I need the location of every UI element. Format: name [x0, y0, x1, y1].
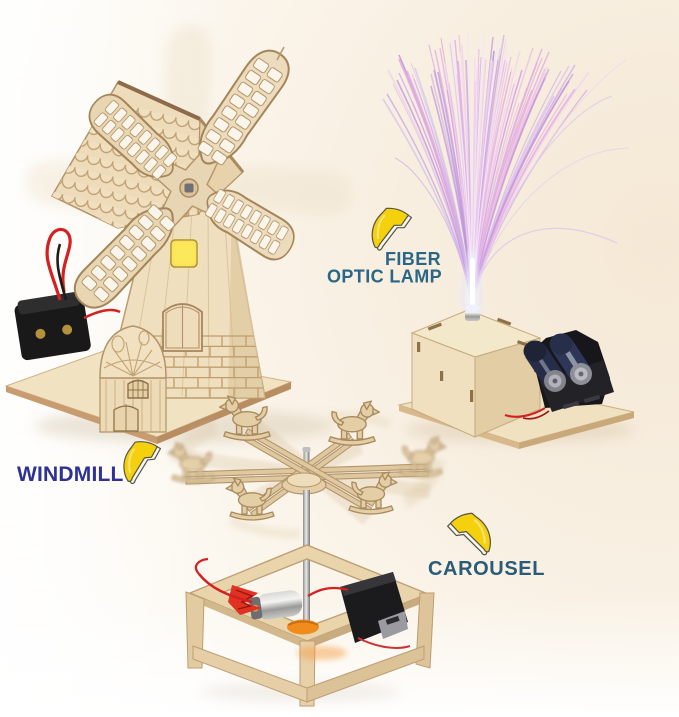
svg-text:OPTIC LAMP: OPTIC LAMP: [327, 267, 442, 287]
svg-text:WINDMILL: WINDMILL: [17, 463, 124, 486]
svg-text:FIBER: FIBER: [385, 249, 441, 269]
svg-text:CAROUSEL: CAROUSEL: [428, 558, 545, 580]
